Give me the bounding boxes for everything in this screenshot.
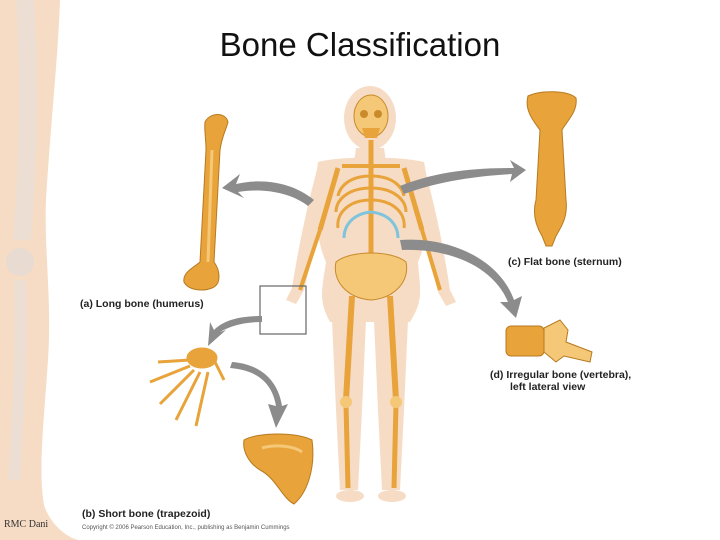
irregular-bone-label-line2: left lateral view	[510, 381, 586, 393]
leg-illustration	[0, 0, 80, 540]
wrist-highlight-box	[259, 285, 307, 335]
trapezoid-bone	[243, 433, 314, 505]
vertebra-bone	[505, 319, 593, 363]
watermark-text: RMC Dani	[4, 519, 49, 530]
skeleton	[298, 94, 442, 489]
short-bone-label: (b) Short bone (trapezoid)	[82, 508, 211, 520]
hand-bones	[149, 347, 226, 427]
humerus-bone	[183, 114, 229, 291]
copyright-credit: Copyright © 2006 Pearson Education, Inc.…	[82, 525, 290, 531]
sternum-bone	[526, 91, 577, 247]
slide-title: Bone Classification	[219, 26, 501, 63]
irregular-bone-label-line1: (d) Irregular bone (vertebra),	[490, 369, 632, 381]
flat-bone-label: (c) Flat bone (sternum)	[508, 256, 622, 268]
long-bone-label: (a) Long bone (humerus)	[80, 298, 204, 310]
arrows	[208, 160, 526, 428]
